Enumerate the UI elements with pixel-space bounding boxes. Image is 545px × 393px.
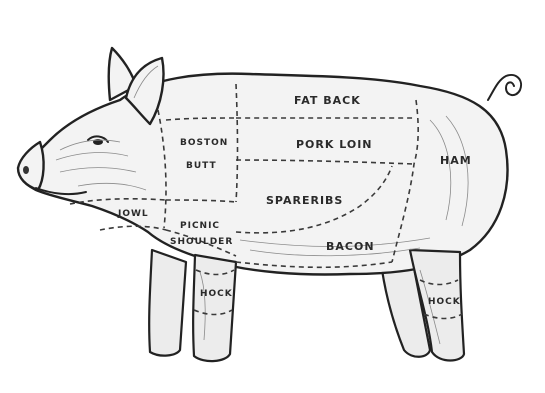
label-jowl: JOWL — [117, 209, 149, 219]
pig-body — [21, 74, 508, 275]
tail — [488, 75, 521, 100]
label-fat-back: FAT BACK — [294, 94, 361, 107]
label-shoulder: SHOULDER — [170, 237, 233, 247]
nostril — [23, 166, 29, 174]
label-spareribs: SPARERIBS — [266, 194, 343, 207]
label-picnic: PICNIC — [180, 221, 220, 231]
snout — [18, 142, 44, 190]
label-bacon: BACON — [326, 240, 375, 253]
far-front-leg — [149, 250, 186, 356]
label-hock-rear: HOCK — [428, 297, 461, 307]
label-boston: BOSTON — [180, 138, 228, 148]
label-butt: BUTT — [186, 161, 217, 171]
label-hock-front: HOCK — [200, 289, 233, 299]
label-pork-loin: PORK LOIN — [296, 138, 373, 151]
label-ham: HAM — [440, 154, 472, 167]
